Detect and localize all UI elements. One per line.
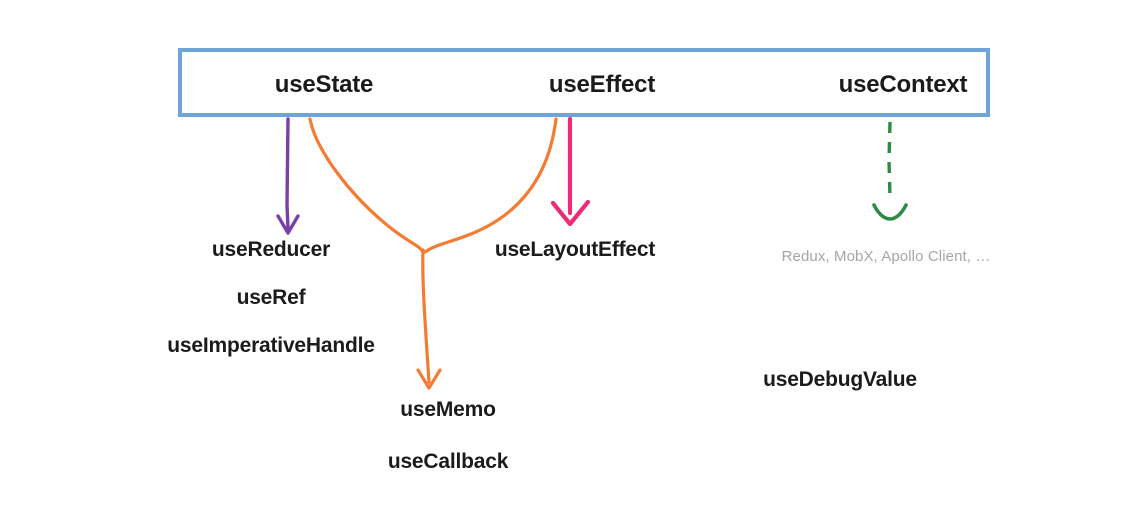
- hook-label-uselayouteffect: useLayoutEffect: [494, 238, 656, 261]
- hook-label-useref: useRef: [236, 286, 306, 309]
- green-dashed-arrow-connector: [872, 121, 908, 221]
- hook-label-useimperativehandle: useImperativeHandle: [167, 334, 375, 357]
- core-hook-useeffect: useEffect: [548, 71, 656, 98]
- hook-label-usememo: useMemo: [400, 398, 496, 421]
- core-hook-usestate: useState: [274, 71, 374, 98]
- hook-label-usereducer: useReducer: [211, 238, 331, 261]
- purple-arrow-connector: [276, 117, 300, 235]
- core-hook-usecontext: useContext: [838, 71, 968, 98]
- core-hooks-box: useState useEffect useContext: [178, 48, 990, 117]
- hook-label-usecallback: useCallback: [387, 450, 509, 473]
- state-libraries-label: Redux, MobX, Apollo Client, …: [781, 248, 991, 265]
- hook-label-usedebugvalue: useDebugValue: [763, 368, 917, 391]
- pink-arrow-connector: [550, 116, 591, 227]
